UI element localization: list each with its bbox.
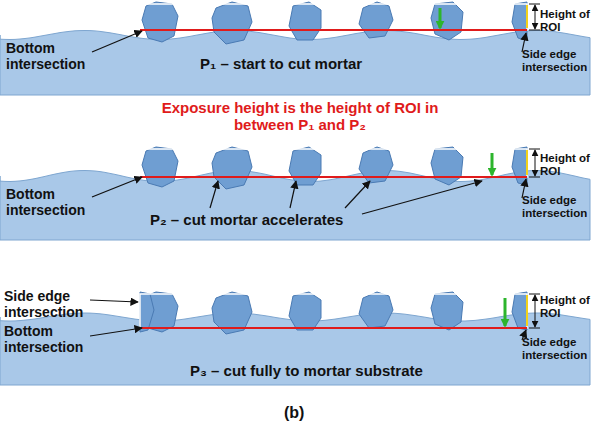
aggregate: [512, 147, 527, 185]
dimension-tick: [529, 4, 540, 5]
leader-arrow: [92, 31, 142, 52]
side-edge-mark: [526, 5, 528, 28]
aggregate: [142, 147, 178, 187]
leader-arrow: [210, 181, 218, 208]
dimension-tick: [529, 294, 540, 295]
dimension-tick: [529, 177, 540, 178]
note-text: Exposure height is the height of ROI in …: [130, 99, 470, 134]
leader-arrow: [345, 181, 370, 208]
dimension-label: Height of ROI: [540, 294, 600, 320]
aggregate: [431, 147, 463, 185]
callout-label: Side edge intersection: [522, 336, 600, 362]
aggregate: [512, 2, 527, 40]
dimension-line: [535, 295, 536, 327]
stage-label: P₁ – start to cut mortar: [200, 55, 362, 72]
dimension-tick: [529, 328, 540, 329]
cut-line: [140, 176, 527, 178]
cut-line: [140, 327, 527, 329]
side-edge-mark: [526, 295, 528, 326]
leader-arrow: [290, 181, 296, 208]
aggregate: [359, 292, 393, 328]
callout-label: Side edge intersection: [4, 288, 94, 320]
aggregate: [289, 292, 321, 330]
aggregate: [512, 292, 527, 330]
callout-label: Bottom intersection: [6, 40, 96, 72]
cut-arrow: [491, 153, 494, 175]
aggregate: [142, 2, 178, 42]
roi-box: [140, 4, 527, 30]
callout-label: Bottom intersection: [4, 323, 94, 355]
aggregate: [359, 2, 393, 38]
roi-box: [140, 149, 527, 177]
aggregate: [431, 2, 463, 40]
aggregate: [140, 292, 154, 332]
figure-caption: (b): [284, 404, 304, 422]
dimension-label: Height of ROI: [540, 8, 600, 34]
dimension-tick: [529, 30, 540, 31]
mortar-substrate: [0, 31, 590, 96]
aggregate: [212, 2, 252, 44]
aggregate: [431, 292, 463, 330]
callout-label: Bottom intersection: [6, 186, 96, 218]
leader-arrow: [92, 177, 142, 197]
cut-line: [140, 29, 527, 31]
cut-arrow: [504, 298, 507, 326]
aggregate: [289, 2, 321, 40]
dimension-tick: [529, 149, 540, 150]
stage-label: P₂ – cut mortar accelerates: [150, 211, 343, 228]
leader-arrow: [90, 328, 142, 336]
dimension-label: Height of ROI: [540, 152, 600, 178]
roi-box: [140, 294, 527, 328]
aggregate: [289, 147, 321, 185]
callout-label: Side edge intersection: [522, 48, 600, 74]
side-edge-mark: [526, 150, 528, 175]
leader-arrow: [90, 300, 138, 302]
stage-label: P₃ – cut fully to mortar substrate: [190, 362, 423, 379]
leader-arrow: [362, 181, 482, 214]
dimension-line: [535, 150, 536, 176]
cut-arrow: [439, 8, 442, 28]
callout-label: Side edge intersection: [522, 194, 600, 220]
dimension-line: [535, 5, 536, 29]
